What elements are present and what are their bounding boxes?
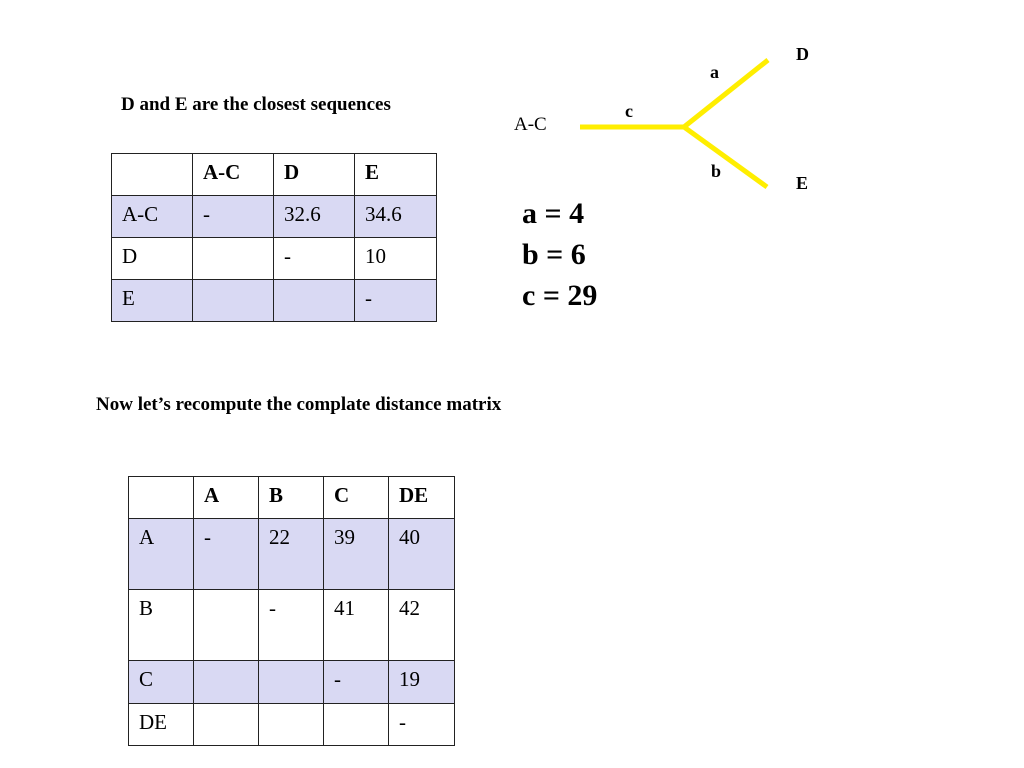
tree-node-ac-label: A-C [514, 114, 547, 135]
matrix-cell: 42 [388, 589, 455, 661]
matrix-cell [192, 279, 274, 322]
matrix-row: E - [111, 279, 437, 322]
caption-closest-sequences: D and E are the closest sequences [121, 94, 391, 115]
matrix-cell [258, 703, 324, 746]
matrix-row: D - 10 [111, 237, 437, 280]
tree-branch-b [682, 124, 769, 190]
distance-matrix-recomputed: A B C DE A - 22 39 40 B - 41 42 C - 19 D… [128, 476, 455, 746]
matrix-cell: - [354, 279, 437, 322]
matrix-header-cell: DE [388, 476, 455, 519]
matrix-row: B - 41 42 [128, 589, 455, 661]
matrix-cell [193, 703, 259, 746]
matrix-row: C - 19 [128, 660, 455, 704]
matrix-cell: 41 [323, 589, 389, 661]
tree-branch-a [682, 58, 770, 129]
matrix-cell [193, 660, 259, 704]
matrix-header-cell: A [193, 476, 259, 519]
matrix-header-cell: A-C [192, 153, 274, 196]
matrix-row-label: DE [128, 703, 194, 746]
distance-matrix-initial: A-C D E A-C - 32.6 34.6 D - 10 E - [111, 153, 437, 322]
matrix-cell: - [192, 195, 274, 238]
branch-length-a: a = 4 [522, 197, 585, 230]
tree-branch-a-label: a [710, 62, 719, 82]
matrix-cell: - [323, 660, 389, 704]
matrix-row-label: E [111, 279, 193, 322]
matrix-row-label: A [128, 518, 194, 590]
matrix-cell: - [258, 589, 324, 661]
matrix-cell: 39 [323, 518, 389, 590]
matrix-row-label: B [128, 589, 194, 661]
matrix-cell: - [273, 237, 355, 280]
branch-length-b: b = 6 [522, 238, 586, 271]
tree-node-d-label: D [796, 44, 809, 64]
matrix-row: DE - [128, 703, 455, 746]
matrix-corner-cell [128, 476, 194, 519]
matrix-header-cell: C [323, 476, 389, 519]
matrix-row-label: C [128, 660, 194, 704]
branch-length-c: c = 29 [522, 279, 598, 312]
matrix-cell: 40 [388, 518, 455, 590]
matrix-header-row: A B C DE [128, 476, 455, 519]
tree-branch-b-label: b [711, 161, 721, 181]
matrix-corner-cell [111, 153, 193, 196]
matrix-cell [258, 660, 324, 704]
tree-node-e-label: E [796, 173, 808, 193]
matrix-header-row: A-C D E [111, 153, 437, 196]
caption-recompute-matrix: Now let’s recompute the complate distanc… [96, 394, 502, 415]
matrix-cell: 10 [354, 237, 437, 280]
matrix-cell [273, 279, 355, 322]
matrix-cell: - [388, 703, 455, 746]
matrix-row: A - 22 39 40 [128, 518, 455, 590]
matrix-header-cell: B [258, 476, 324, 519]
matrix-cell: 19 [388, 660, 455, 704]
matrix-cell: - [193, 518, 259, 590]
matrix-cell [323, 703, 389, 746]
matrix-row: A-C - 32.6 34.6 [111, 195, 437, 238]
matrix-cell [192, 237, 274, 280]
matrix-cell: 34.6 [354, 195, 437, 238]
matrix-cell [193, 589, 259, 661]
matrix-cell: 22 [258, 518, 324, 590]
tree-branch-c-label: c [625, 101, 633, 121]
